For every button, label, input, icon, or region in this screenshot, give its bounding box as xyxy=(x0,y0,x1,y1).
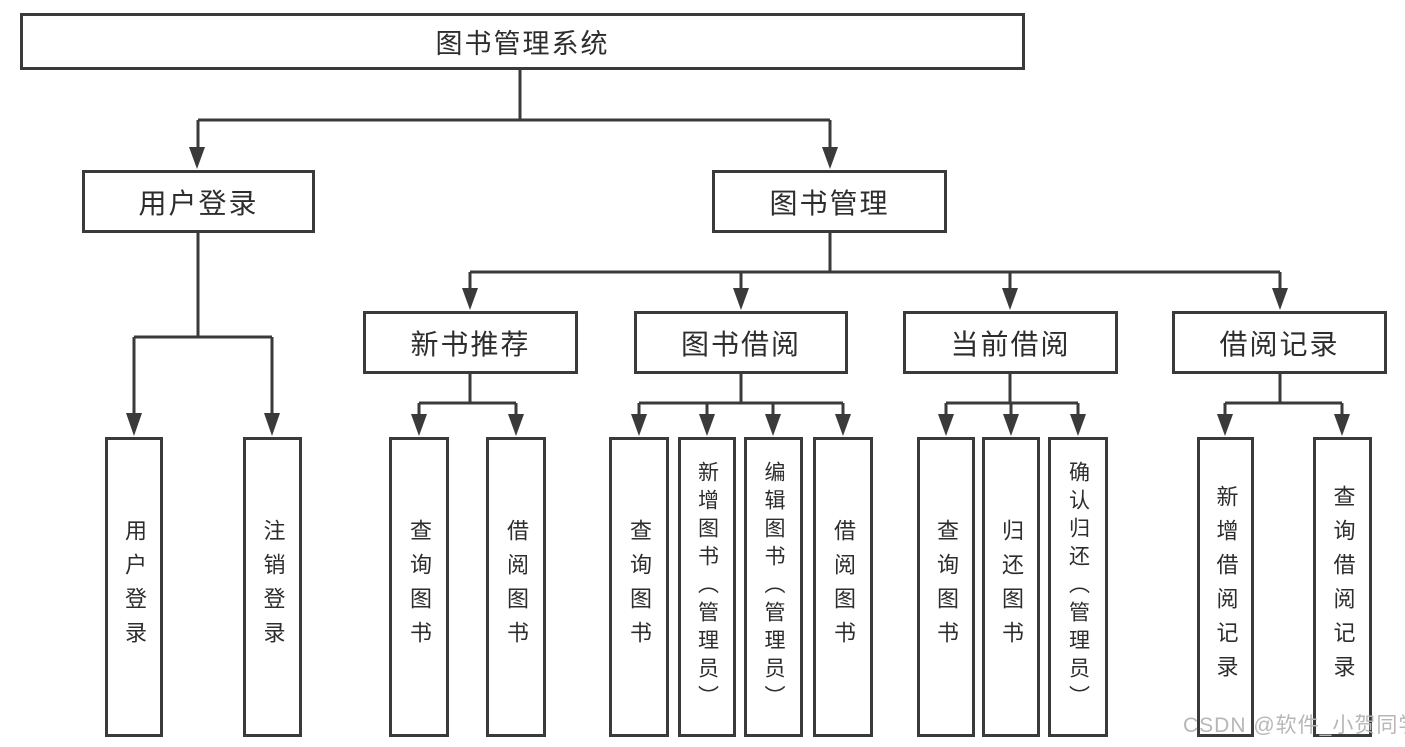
connector-user-login xyxy=(132,233,274,416)
leaf-newbooks-borrow-label: 借阅图书 xyxy=(504,519,529,655)
leaf-borrow-borrow-label: 借阅图书 xyxy=(831,519,856,655)
csdn-watermark: CSDN @软件_小贺同学 xyxy=(1183,714,1405,737)
connector-new-books xyxy=(417,374,518,416)
leaf-logout: 注销登录 xyxy=(243,437,302,737)
leaf-logout-label: 注销登录 xyxy=(260,519,286,655)
node-book-borrow: 图书借阅 xyxy=(634,311,848,374)
leaf-newbooks-query-label: 查询图书 xyxy=(407,519,432,655)
connector-book-borrow xyxy=(637,374,845,416)
node-borrow-records: 借阅记录 xyxy=(1172,311,1387,374)
leaf-borrow-add-admin-label: 新增图书（管理员） xyxy=(695,461,719,713)
leaf-newbooks-borrow: 借阅图书 xyxy=(486,437,546,737)
leaf-user-login: 用户登录 xyxy=(105,437,163,737)
leaf-current-query: 查询图书 xyxy=(917,437,975,737)
leaf-borrow-edit-admin-label: 编辑图书（管理员） xyxy=(762,461,785,713)
node-current-borrow-label: 当前借阅 xyxy=(950,328,1071,360)
node-current-borrow: 当前借阅 xyxy=(903,311,1118,374)
node-new-books: 新书推荐 xyxy=(363,311,578,374)
node-borrow-records-label: 借阅记录 xyxy=(1219,328,1340,360)
connector-current-borrow xyxy=(944,374,1080,416)
leaf-current-return-label: 归还图书 xyxy=(999,519,1024,655)
leaf-user-login-label: 用户登录 xyxy=(122,519,147,655)
node-user-login-label: 用户登录 xyxy=(138,187,259,219)
leaf-current-confirm-admin-label: 确认归还（管理员） xyxy=(1066,461,1090,713)
leaf-records-add-label: 新增借阅记录 xyxy=(1213,485,1239,689)
node-root-label: 图书管理系统 xyxy=(435,29,610,59)
leaf-borrow-borrow: 借阅图书 xyxy=(813,437,873,737)
connector-book-mgmt xyxy=(468,233,1282,290)
leaf-current-confirm-admin: 确认归还（管理员） xyxy=(1048,437,1108,737)
leaf-current-query-label: 查询图书 xyxy=(934,519,959,655)
leaf-records-query-label: 查询借阅记录 xyxy=(1330,485,1356,689)
leaf-borrow-edit-admin: 编辑图书（管理员） xyxy=(744,437,803,737)
connector-root xyxy=(196,70,832,150)
connector-borrow-records xyxy=(1223,374,1344,416)
node-user-login: 用户登录 xyxy=(82,170,315,233)
leaf-borrow-add-admin: 新增图书（管理员） xyxy=(678,437,736,737)
leaf-newbooks-query: 查询图书 xyxy=(389,437,449,737)
node-book-mgmt-label: 图书管理 xyxy=(769,187,890,219)
node-new-books-label: 新书推荐 xyxy=(410,328,531,360)
leaf-borrow-query-label: 查询图书 xyxy=(627,519,652,655)
node-book-mgmt: 图书管理 xyxy=(712,170,947,233)
leaf-records-add: 新增借阅记录 xyxy=(1197,437,1254,737)
node-root: 图书管理系统 xyxy=(20,13,1025,70)
arrowheads xyxy=(126,147,1350,436)
leaf-current-return: 归还图书 xyxy=(982,437,1040,737)
leaf-records-query: 查询借阅记录 xyxy=(1313,437,1372,737)
node-book-borrow-label: 图书借阅 xyxy=(680,328,801,360)
leaf-borrow-query: 查询图书 xyxy=(609,437,669,737)
